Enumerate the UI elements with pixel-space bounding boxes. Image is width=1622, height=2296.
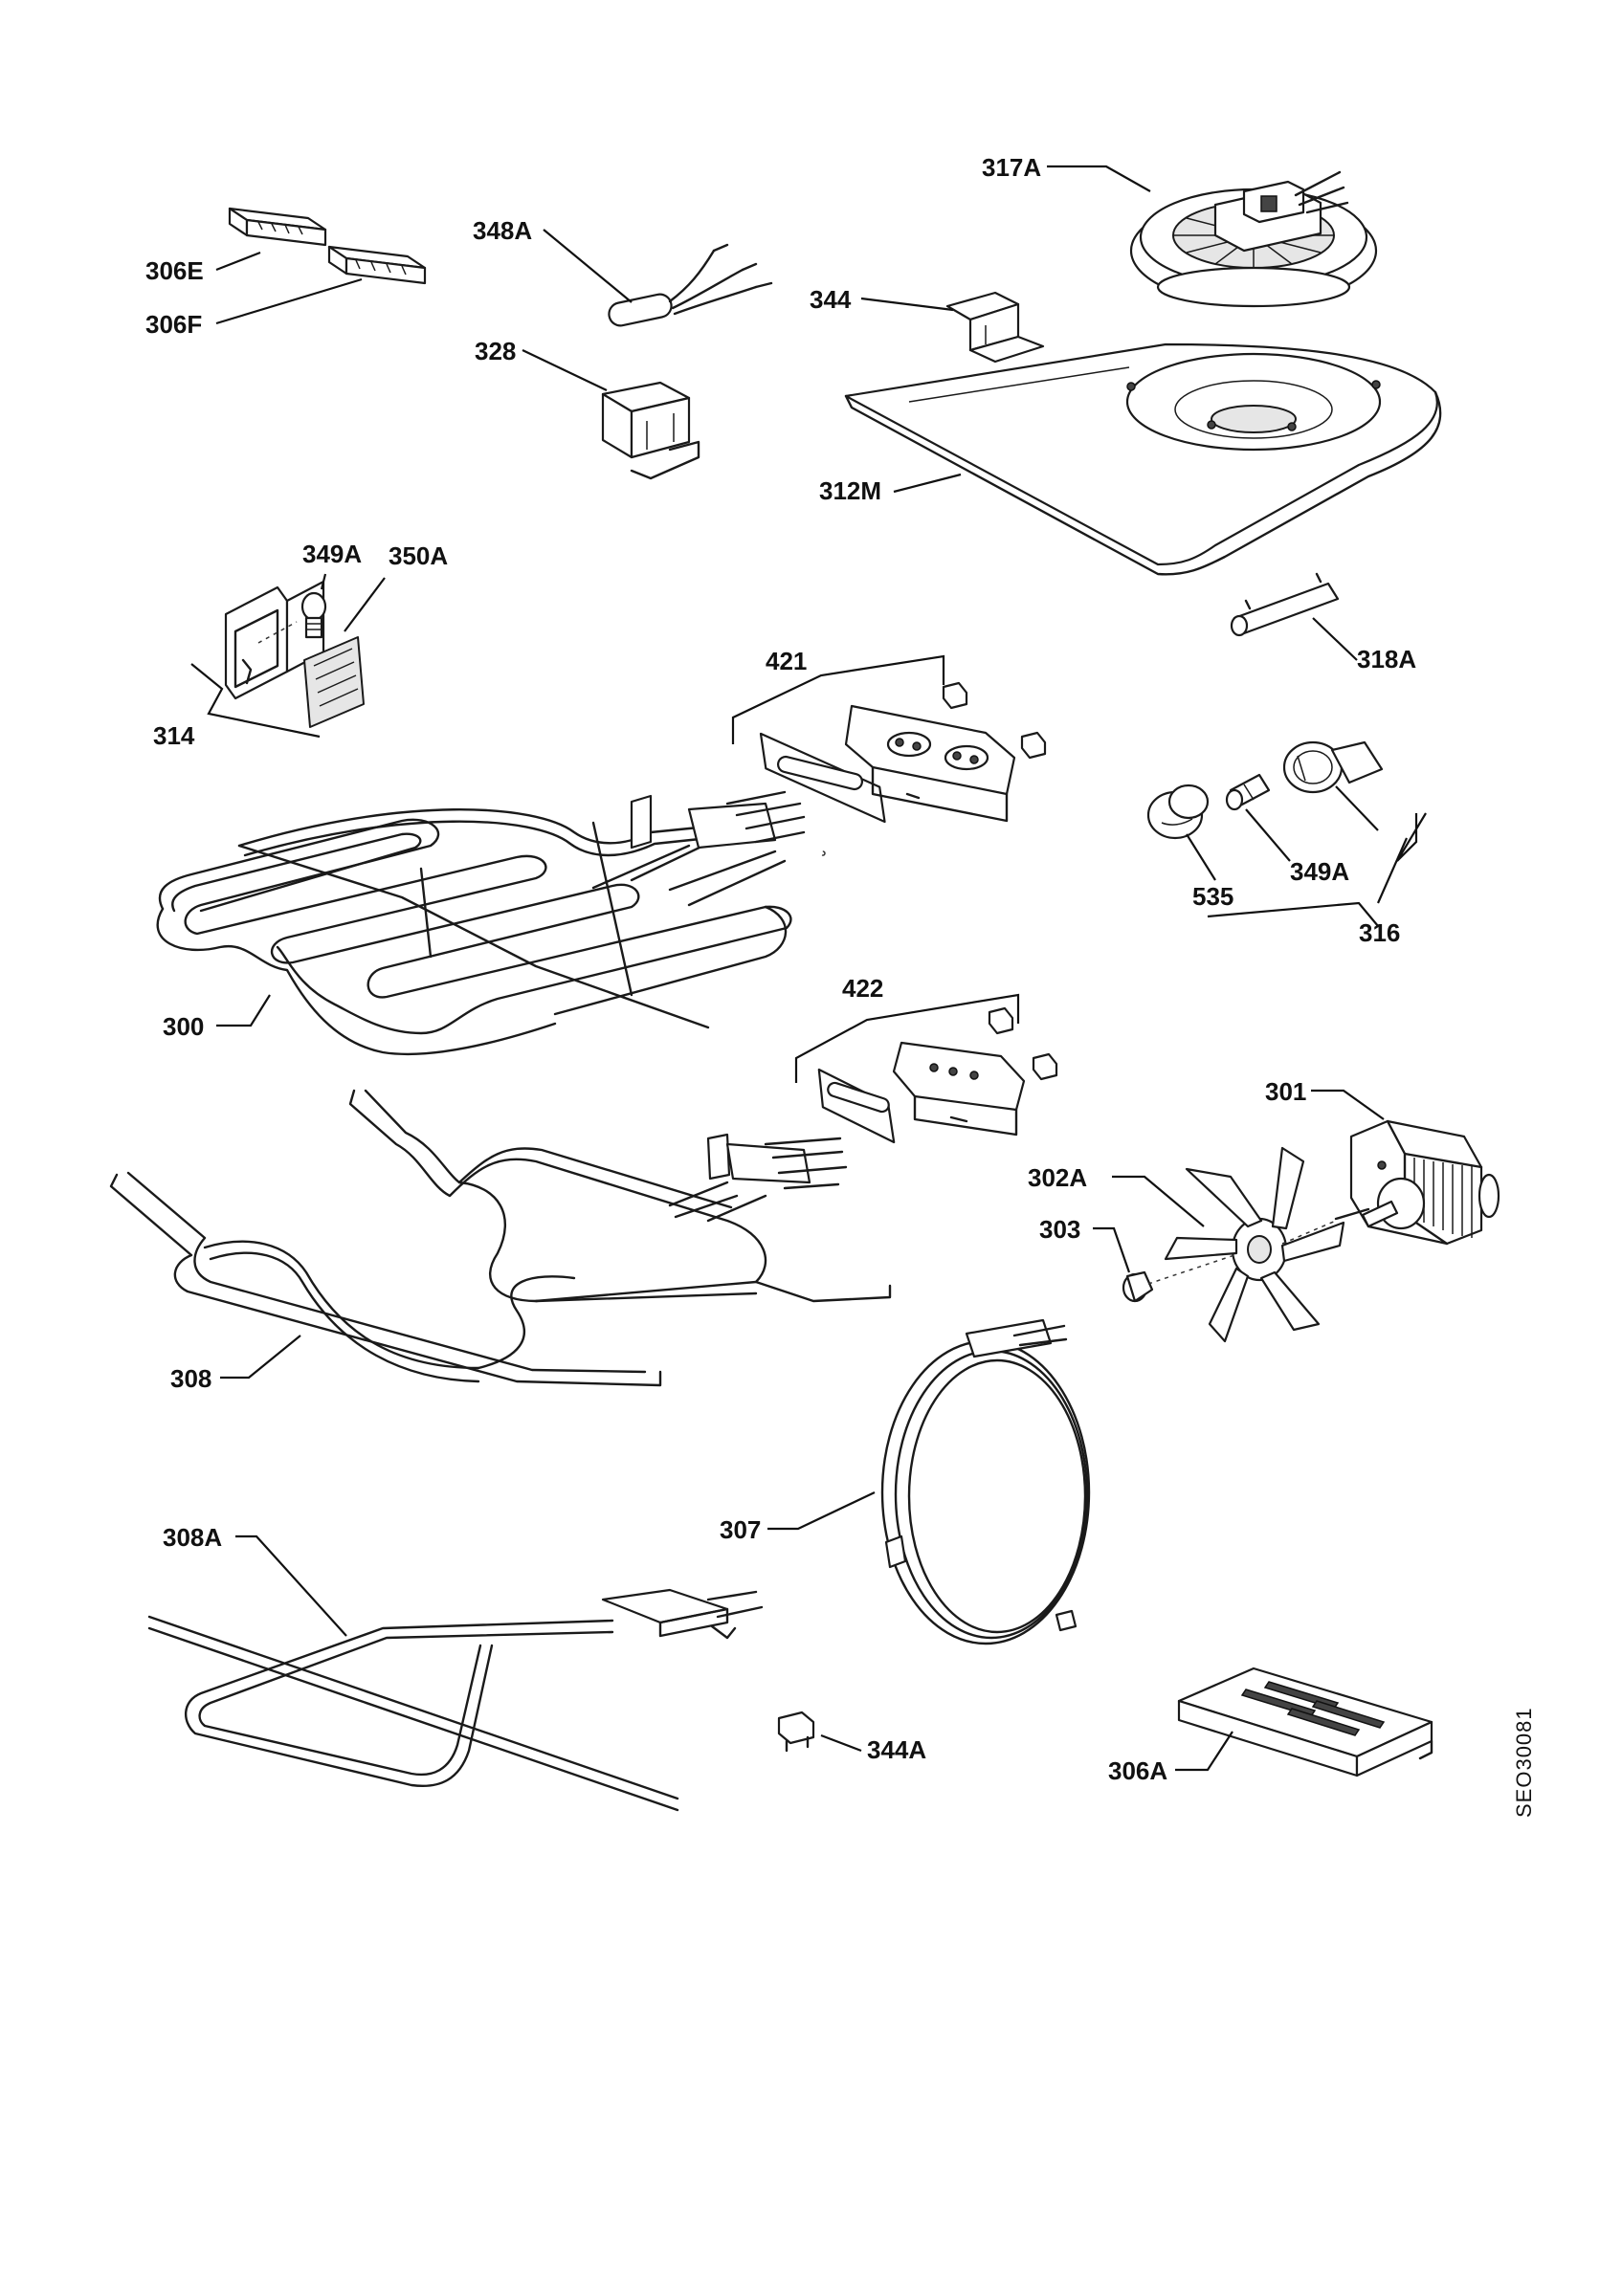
part-312M-fan-cover[interactable] (844, 342, 1442, 576)
label-344: 344 (810, 285, 852, 314)
label-349A-right: 349A (1290, 857, 1349, 886)
label-302A: 302A (1028, 1163, 1087, 1192)
part-316-lamp-socket[interactable] (1282, 740, 1384, 794)
diagram-code: SEO30081 (1512, 1707, 1536, 1818)
part-302A-fan-blade[interactable] (1164, 1146, 1345, 1343)
part-300-top-heating-element[interactable] (156, 790, 826, 1056)
part-349A-lamp-bulb-right[interactable] (1225, 773, 1271, 811)
label-306E: 306E (145, 256, 204, 285)
part-306A-cover-plate[interactable] (1177, 1667, 1433, 1777)
part-349A-lamp-bulb-top[interactable] (300, 591, 327, 639)
label-316: 316 (1359, 918, 1400, 947)
part-421-terminal-block[interactable] (747, 681, 1047, 824)
part-307-circular-heating-element[interactable] (880, 1318, 1091, 1645)
part-301-fan-motor[interactable] (1334, 1119, 1500, 1246)
label-306A: 306A (1108, 1756, 1167, 1785)
part-328-transformer[interactable] (601, 381, 700, 480)
label-306F: 306F (145, 310, 202, 339)
label-308A: 308A (163, 1523, 222, 1552)
part-350A-lamp-cover-glass[interactable] (303, 636, 365, 728)
label-317A: 317A (982, 153, 1041, 182)
part-344A-clip[interactable] (777, 1711, 815, 1753)
part-318A-pin[interactable] (1230, 572, 1340, 637)
label-344A: 344A (867, 1735, 926, 1764)
label-314: 314 (153, 721, 195, 750)
label-318A: 318A (1357, 645, 1416, 673)
part-306E-switch-block[interactable] (228, 207, 327, 247)
part-348A-capacitor[interactable] (607, 243, 773, 328)
label-301: 301 (1265, 1077, 1306, 1106)
label-308: 308 (170, 1364, 211, 1393)
part-303-nut[interactable] (1122, 1270, 1154, 1303)
part-317A-fan-motor[interactable] (1129, 170, 1378, 308)
label-422: 422 (842, 974, 883, 1003)
label-535: 535 (1192, 882, 1233, 911)
label-350A: 350A (389, 541, 448, 570)
label-303: 303 (1039, 1215, 1080, 1244)
label-349A-top: 349A (302, 540, 362, 568)
label-307: 307 (720, 1515, 761, 1544)
part-344-bracket[interactable] (945, 291, 1045, 364)
label-348A: 348A (473, 216, 532, 245)
part-308A-bottom-heating-element[interactable] (147, 1588, 764, 1812)
label-312M: 312M (819, 476, 881, 505)
label-421: 421 (766, 647, 807, 675)
label-328: 328 (475, 337, 516, 365)
part-535-lamp-cover[interactable] (1146, 784, 1210, 840)
part-306F-switch-block[interactable] (327, 245, 427, 285)
part-422-terminal-block[interactable] (805, 1006, 1058, 1144)
label-300: 300 (163, 1012, 204, 1041)
part-308-bottom-heating-element[interactable] (109, 1089, 892, 1387)
